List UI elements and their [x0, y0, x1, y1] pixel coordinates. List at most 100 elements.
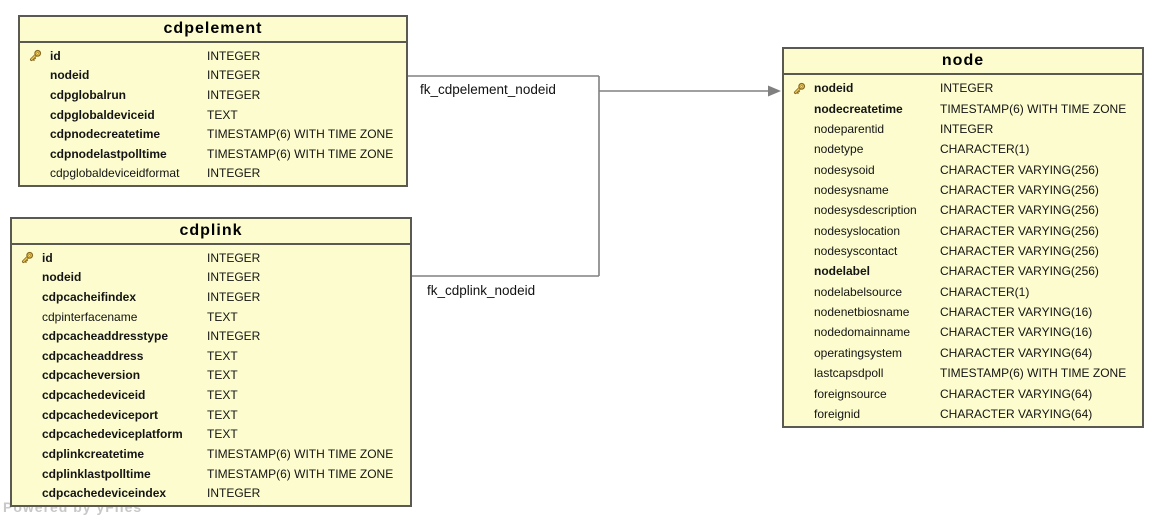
column-type: CHARACTER VARYING(256) [940, 223, 1099, 238]
column-name: nodenetbiosname [814, 305, 910, 320]
column-type: CHARACTER VARYING(64) [940, 386, 1093, 401]
column-type: TEXT [207, 427, 238, 442]
column-name: cdpglobalrun [50, 87, 126, 102]
column-type: TEXT [207, 388, 238, 403]
column-row-nodesysname[interactable]: nodesysname CHARACTER VARYING(256) [784, 180, 1142, 200]
column-row-foreignid[interactable]: foreignid CHARACTER VARYING(64) [784, 404, 1142, 424]
column-row-nodetype[interactable]: nodetype CHARACTER(1) [784, 139, 1142, 159]
fk-cdpelement-nodeid-edge[interactable] [407, 75, 769, 277]
column-type: CHARACTER VARYING(256) [940, 162, 1099, 177]
column-row-nodeparentid[interactable]: nodeparentid INTEGER [784, 119, 1142, 139]
column-name: nodesyscontact [814, 244, 898, 259]
column-name: id [50, 48, 61, 63]
column-name: nodesyslocation [814, 223, 901, 238]
column-type: INTEGER [207, 250, 261, 265]
column-type: TIMESTAMP(6) WITH TIME ZONE [207, 446, 394, 461]
column-name: cdpcacheifindex [42, 290, 137, 305]
column-type: CHARACTER VARYING(256) [940, 182, 1099, 197]
column-type: TIMESTAMP(6) WITH TIME ZONE [207, 146, 394, 161]
column-name: cdplinklastpolltime [42, 466, 151, 481]
column-row-cdplinklastpolltime[interactable]: cdplinklastpolltime TIMESTAMP(6) WITH TIM… [12, 464, 410, 484]
column-name: operatingsystem [814, 345, 903, 360]
edge-label-fk-cdpelement-nodeid: fk_cdpelement_nodeid [420, 82, 556, 97]
table-title-node[interactable]: node [784, 49, 1142, 75]
column-type: INTEGER [207, 166, 261, 181]
column-type: INTEGER [207, 270, 261, 285]
column-name: lastcapsdpoll [814, 366, 884, 381]
column-type: TIMESTAMP(6) WITH TIME ZONE [207, 466, 394, 481]
arrowhead-icon [768, 85, 781, 97]
column-type: INTEGER [207, 87, 261, 102]
column-row-cdpnodelastpolltime[interactable]: cdpnodelastpolltime TIMESTAMP(6) WITH TIM… [20, 144, 406, 164]
column-row-nodelabelsource[interactable]: nodelabelsource CHARACTER(1) [784, 282, 1142, 302]
column-name: cdpnodecreatetime [50, 127, 161, 142]
column-name: cdpcacheaddress [42, 348, 144, 363]
column-name: nodelabelsource [814, 284, 903, 299]
column-type: TEXT [207, 107, 238, 122]
primary-key-icon [20, 48, 50, 63]
column-row-nodesyslocation[interactable]: nodesyslocation CHARACTER VARYING(256) [784, 221, 1142, 241]
column-name: cdpnodelastpolltime [50, 146, 167, 161]
column-type: INTEGER [940, 121, 994, 136]
column-name: nodeparentid [814, 121, 885, 136]
column-name: nodelabel [814, 264, 871, 279]
column-row-nodelabel[interactable]: nodelabel CHARACTER VARYING(256) [784, 261, 1142, 281]
column-name: nodetype [814, 142, 864, 157]
column-row-nodecreatetime[interactable]: nodecreatetime TIMESTAMP(6) WITH TIME ZON… [784, 98, 1142, 118]
column-name: nodedomainname [814, 325, 911, 340]
column-type: CHARACTER VARYING(64) [940, 406, 1093, 421]
column-name: foreignid [814, 406, 861, 421]
column-type: TEXT [207, 309, 238, 324]
table-title-cdplink[interactable]: cdplink [12, 219, 410, 245]
column-name: nodecreatetime [814, 101, 903, 116]
column-row-cdpcachedeviceplatform[interactable]: cdpcachedeviceplatform TEXT [12, 424, 410, 444]
column-row-cdpglobalrun[interactable]: cdpglobalrun INTEGER [20, 85, 406, 105]
column-name: nodeid [814, 81, 854, 96]
column-row-cdpcacheifindex[interactable]: cdpcacheifindex INTEGER [12, 287, 410, 307]
column-type: INTEGER [207, 290, 261, 305]
column-type: TIMESTAMP(6) WITH TIME ZONE [940, 101, 1127, 116]
edge-label-fk-cdplink-nodeid: fk_cdplink_nodeid [427, 283, 536, 298]
column-type: CHARACTER(1) [940, 284, 1030, 299]
column-name: nodesysname [814, 182, 889, 197]
column-type: CHARACTER(1) [940, 142, 1030, 157]
column-name: cdpcacheaddresstype [42, 329, 169, 344]
column-name: cdpcacheversion [42, 368, 141, 383]
column-name: cdpcachedeviceplatform [42, 427, 183, 442]
column-name: cdpcachedeviceindex [42, 486, 167, 501]
table-title-cdpelement[interactable]: cdpelement [20, 17, 406, 43]
column-type: CHARACTER VARYING(256) [940, 264, 1099, 279]
